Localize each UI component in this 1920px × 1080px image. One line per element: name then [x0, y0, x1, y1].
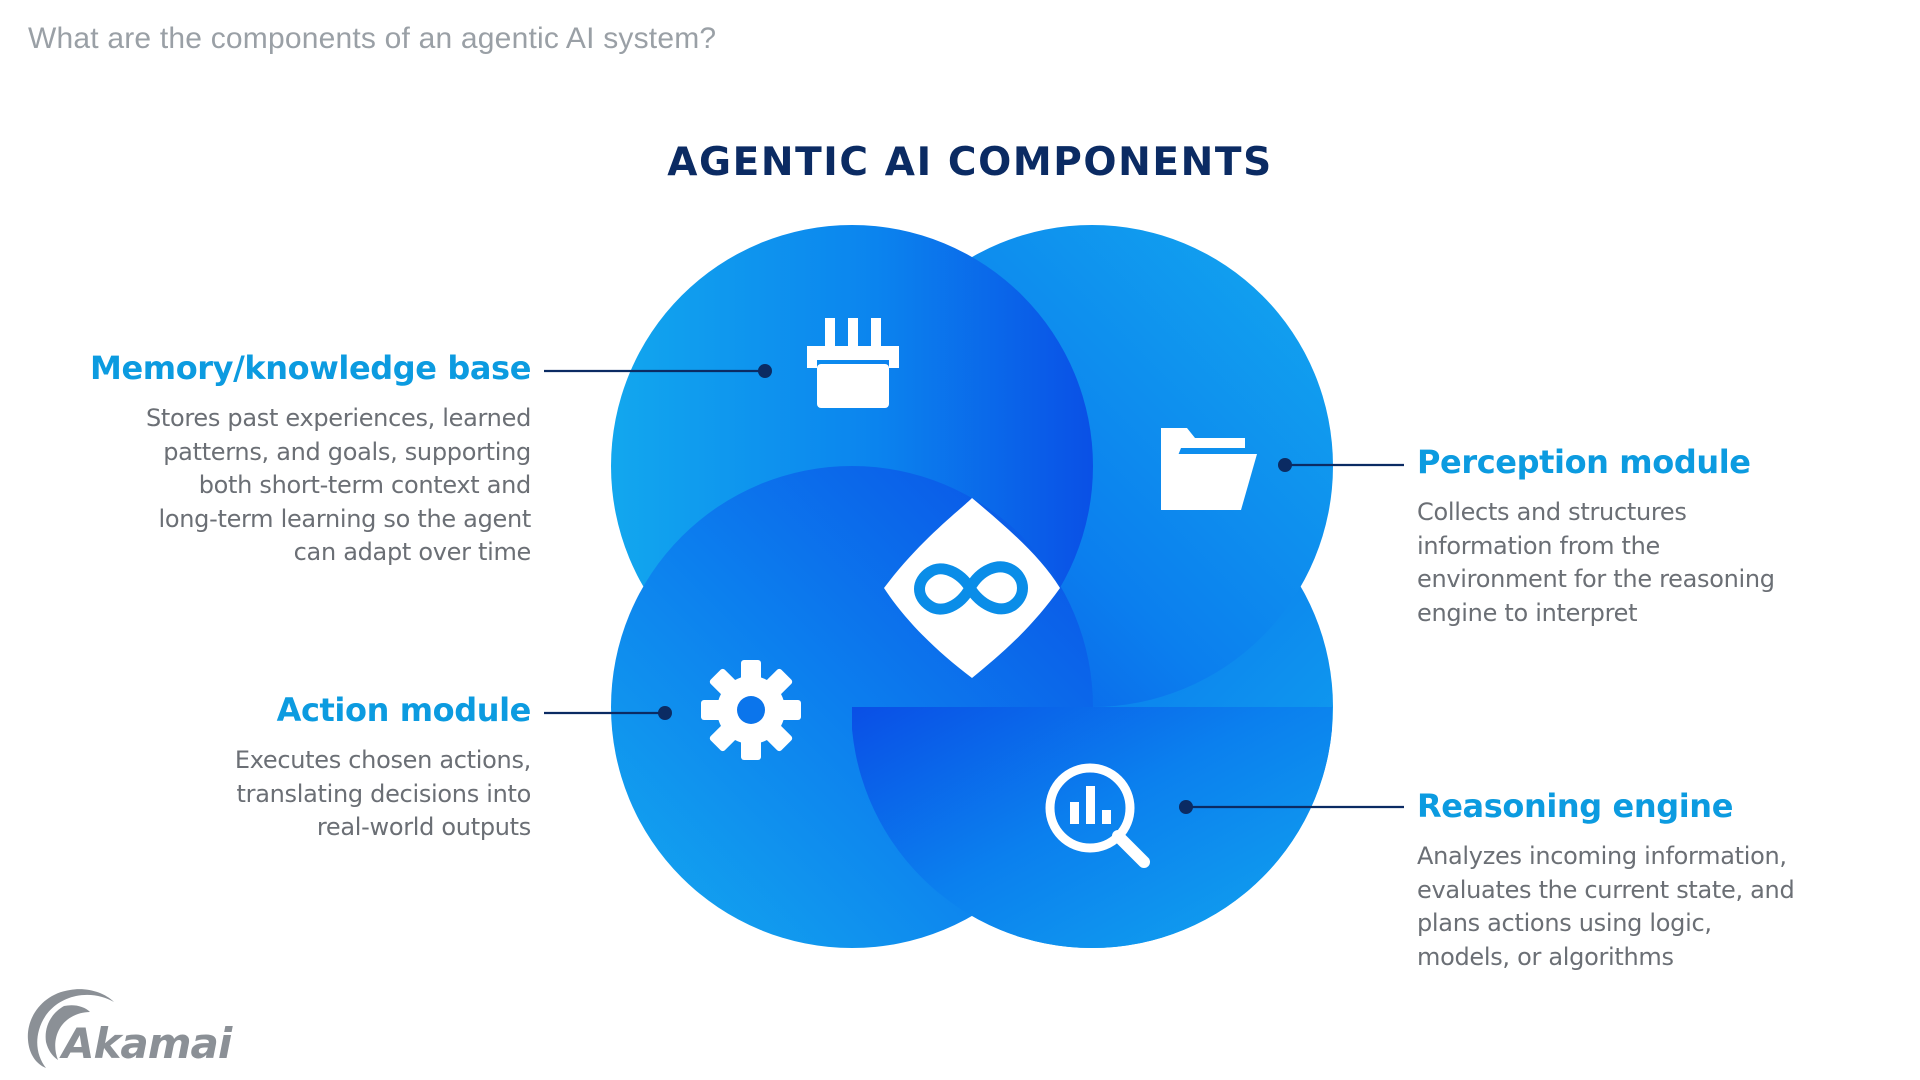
- diagram-title: AGENTIC AI COMPONENTS: [667, 140, 1273, 185]
- infinity-icon: [914, 561, 1028, 615]
- connector-perception: [1278, 458, 1404, 472]
- desc-perception-line: environment for the reasoning: [1417, 565, 1775, 593]
- akamai-logo-text: Akamai: [59, 1019, 233, 1068]
- desc-action-line: Executes chosen actions,: [234, 746, 531, 774]
- desc-action: Executes chosen actions, translating dec…: [111, 744, 531, 845]
- label-memory: Memory/knowledge base: [90, 349, 531, 387]
- bucket-icon: [807, 318, 899, 408]
- desc-reasoning-line: Analyzes incoming information,: [1417, 842, 1787, 870]
- desc-perception: Collects and structures information from…: [1417, 496, 1837, 630]
- desc-perception-line: engine to interpret: [1417, 598, 1638, 627]
- magnifier-chart-icon: [1045, 763, 1150, 868]
- folder-icon: [1161, 428, 1257, 510]
- desc-memory-line: can adapt over time: [293, 538, 532, 566]
- desc-reasoning-line: evaluates the current state, and: [1417, 875, 1795, 904]
- connector-action: [544, 706, 672, 720]
- label-reasoning: Reasoning engine: [1417, 787, 1733, 825]
- desc-memory-line: long-term learning so the agent: [158, 504, 532, 533]
- desc-memory-line: Stores past experiences, learned: [145, 404, 531, 432]
- desc-reasoning-line: models, or algorithms: [1417, 942, 1674, 971]
- desc-memory-line: patterns, and goals, supporting: [163, 437, 531, 466]
- desc-perception-line: information from the: [1417, 531, 1661, 560]
- desc-action-line: real-world outputs: [316, 813, 531, 841]
- desc-memory: Stores past experiences, learned pattern…: [111, 402, 531, 570]
- label-perception: Perception module: [1417, 443, 1751, 481]
- connector-memory: [544, 364, 772, 378]
- desc-action-line: translating decisions into: [236, 779, 532, 808]
- label-action: Action module: [276, 691, 532, 729]
- akamai-logo: Akamai: [27, 989, 234, 1068]
- page-question: What are the components of an agentic AI…: [28, 22, 717, 55]
- connector-reasoning: [1179, 800, 1404, 814]
- desc-perception-line: Collects and structures: [1417, 498, 1687, 526]
- desc-reasoning-line: plans actions using logic,: [1417, 909, 1712, 937]
- desc-reasoning: Analyzes incoming information, evaluates…: [1417, 840, 1857, 974]
- desc-memory-line: both short-term context and: [198, 471, 532, 499]
- gear-icon: [701, 660, 801, 760]
